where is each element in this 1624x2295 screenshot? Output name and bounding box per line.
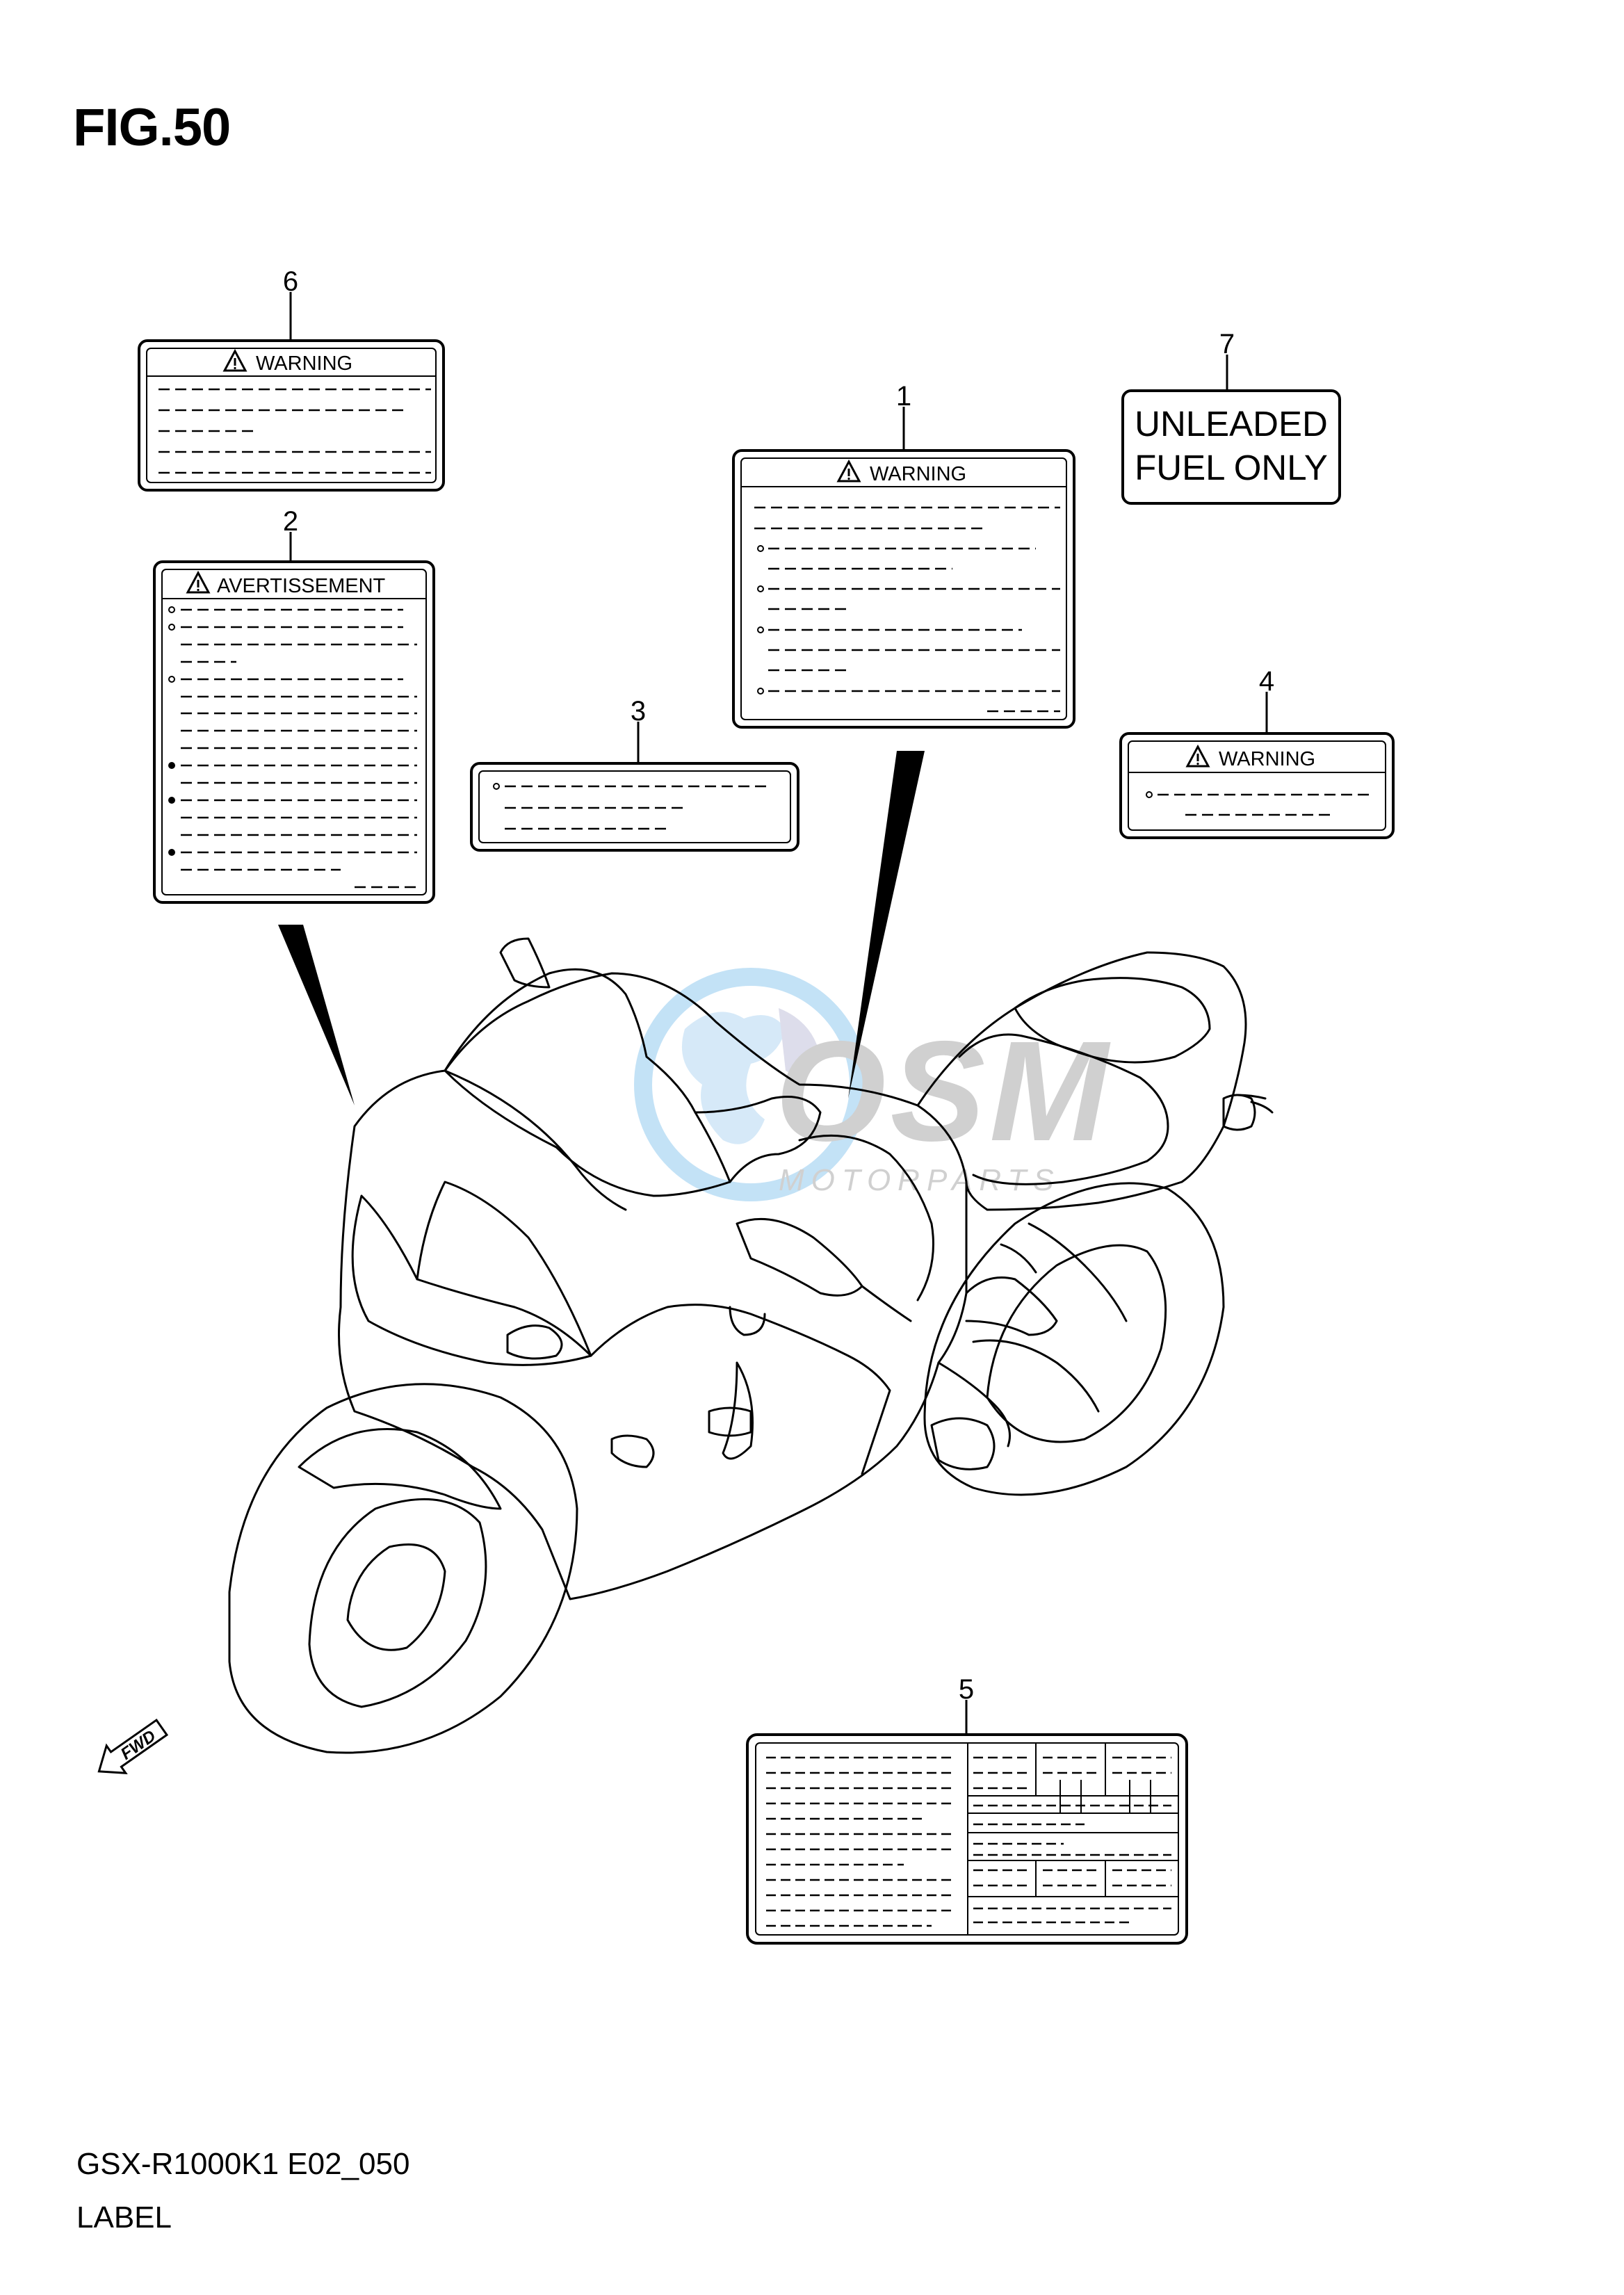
label-2-heading: AVERTISSEMENT: [217, 575, 386, 597]
label-2: [153, 532, 435, 904]
callout-3: 3: [631, 696, 646, 727]
label-5: [746, 1700, 1188, 1945]
label-7-line1: UNLEADED: [1135, 404, 1328, 444]
label-7-line2: FUEL ONLY: [1135, 448, 1328, 487]
diagram-caption: LABEL: [76, 2200, 172, 2235]
label-2-pointer: [278, 925, 355, 1105]
label-7: [1121, 355, 1341, 505]
diagram-text: 6 2 1 7 3 4 5 WARNING AVERTISSEMENT WARN…: [217, 266, 1328, 1705]
callout-6: 6: [283, 266, 298, 297]
forward-arrow-icon: FWD: [97, 1718, 169, 1774]
callout-4: 4: [1259, 666, 1274, 697]
callout-1: 1: [896, 381, 911, 412]
diagram-code: GSX-R1000K1 E02_050: [76, 2147, 410, 2181]
figure-title: FIG.50: [73, 98, 231, 157]
label-6-heading: WARNING: [256, 352, 352, 375]
label-4: [1119, 692, 1395, 839]
label-1-pointer: [848, 751, 925, 1098]
label-1-heading: WARNING: [870, 463, 966, 485]
callout-5: 5: [959, 1674, 974, 1705]
watermark-logo: OSM MOTORPARTS: [634, 968, 1112, 1201]
callout-2: 2: [283, 506, 298, 537]
watermark-subtext: MOTORPARTS: [779, 1163, 1061, 1197]
motorcycle-drawing: [228, 937, 1274, 1754]
label-1: [732, 407, 1075, 729]
watermark-brand: OSM: [775, 1012, 1112, 1171]
label-6: [138, 292, 445, 492]
callout-7: 7: [1219, 329, 1235, 359]
label-3: [470, 722, 799, 852]
label-4-heading: WARNING: [1219, 748, 1315, 770]
